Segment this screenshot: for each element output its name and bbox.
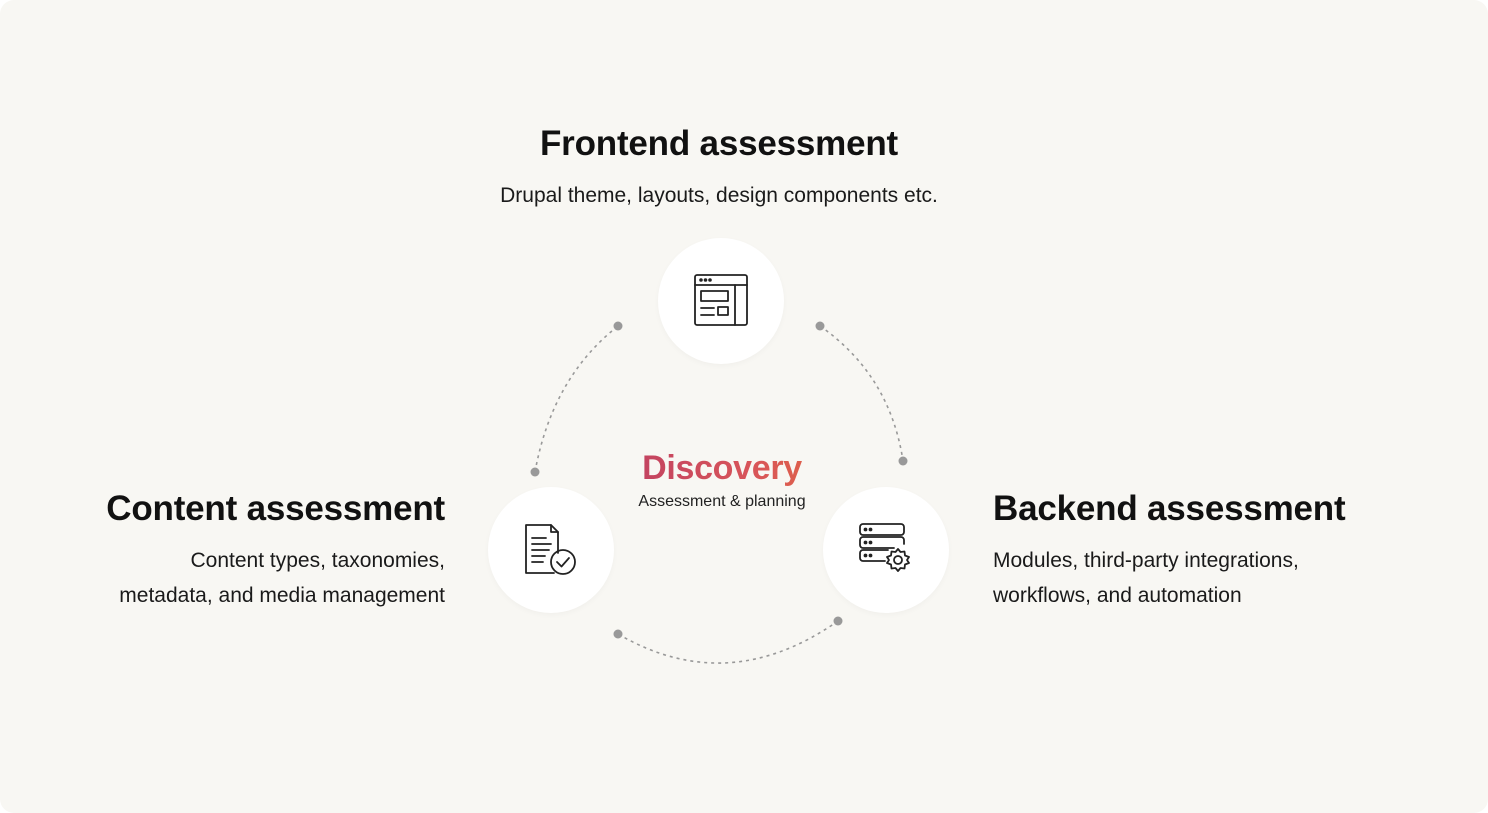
connector-endpoint-dot (613, 629, 623, 639)
document-check-icon (525, 524, 576, 575)
stage-frontend-description: Drupal theme, layouts, design components… (500, 184, 938, 207)
stage-frontend: Frontend assessment Drupal theme, layout… (444, 123, 994, 213)
browser-layout-icon (694, 274, 748, 326)
stage-backend-title: Backend assessment (993, 489, 1346, 528)
server-gear-icon (859, 523, 910, 572)
connector-backend-to-content (617, 620, 839, 664)
stage-backend-description: Modules, third-party integrations, workf… (993, 549, 1299, 607)
discovery-subtitle: Assessment & planning (638, 493, 806, 510)
stage-frontend-title: Frontend assessment (540, 124, 898, 163)
connector-endpoint-dot (613, 321, 623, 331)
connector-endpoint-dot (898, 456, 908, 466)
stage-backend: Backend assessment Modules, third-party … (993, 488, 1453, 613)
discovery-center-label: Discovery Assessment & planning (582, 447, 862, 513)
stage-frontend-node (658, 238, 784, 364)
stage-content-title: Content assessment (106, 489, 445, 528)
connector-endpoint-dot (530, 467, 540, 477)
stage-content: Content assessment Content types, taxono… (40, 488, 445, 613)
connector-endpoint-dot (815, 321, 825, 331)
connector-endpoint-dot (833, 616, 843, 626)
stage-content-description: Content types, taxonomies, metadata, and… (119, 549, 445, 607)
stage-backend-node (823, 487, 949, 613)
stage-content-node (488, 487, 614, 613)
connector-frontend-to-backend (819, 325, 904, 462)
connector-content-to-frontend (534, 325, 619, 473)
discovery-title: Discovery (582, 447, 862, 489)
